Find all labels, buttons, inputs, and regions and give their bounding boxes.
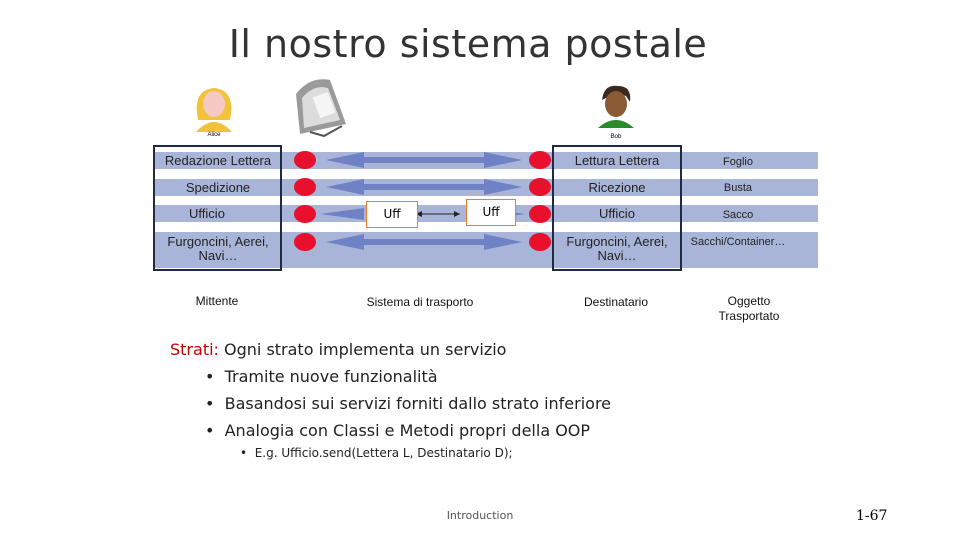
sender-layer-1: Redazione Lettera — [156, 154, 280, 168]
slide-title: Il nostro sistema postale — [0, 22, 936, 66]
peer-arrow-1 — [326, 152, 522, 168]
uff-box-left: Uff — [366, 201, 418, 228]
receiver-dot-2 — [529, 178, 551, 196]
object-3: Sacco — [690, 208, 786, 222]
bullet-1: • Tramite nuove funzionalità — [205, 367, 438, 386]
receiver-dot-4 — [529, 233, 551, 251]
sender-dot-2 — [294, 178, 316, 196]
sender-layer-4: Furgoncini, Aerei, Navi… — [156, 235, 280, 263]
page-number: 1-67 — [856, 508, 887, 524]
receiver-layer-3: Ufficio — [555, 207, 679, 221]
caption-destinatario: Destinatario — [566, 295, 666, 309]
object-2: Busta — [690, 181, 786, 195]
sender-layer-2: Spedizione — [156, 181, 280, 195]
peer-arrows — [280, 140, 570, 280]
object-1: Foglio — [690, 155, 786, 169]
object-4: Sacchi/Container… — [690, 235, 786, 249]
sender-dot-4 — [294, 233, 316, 251]
caption-sistema-trasporto: Sistema di trasporto — [340, 295, 500, 309]
bullet-2: • Basandosi sui servizi forniti dallo st… — [205, 394, 611, 413]
receiver-dot-3 — [529, 205, 551, 223]
arrow-left-to-uff — [320, 208, 364, 220]
footer-label: Introduction — [430, 509, 530, 522]
peer-arrow-2 — [326, 179, 522, 195]
bullet-3: • Analogia con Classi e Metodi propri de… — [205, 421, 590, 440]
strati-body: Ogni strato implementa un servizio — [224, 340, 506, 359]
bob-label: Bob — [611, 134, 622, 140]
caption-oggetto-trasportato: Oggetto Trasportato — [702, 294, 796, 324]
peer-arrow-4 — [326, 234, 522, 250]
alice-label: Alice — [207, 132, 221, 138]
receiver-dot-1 — [529, 151, 551, 169]
bob-avatar: Bob — [596, 82, 636, 142]
sender-dot-1 — [294, 151, 316, 169]
receiver-layer-1: Lettura Lettera — [555, 154, 679, 168]
strati-label: Strati: — [170, 340, 219, 359]
caption-mittente: Mittente — [160, 294, 274, 308]
receiver-layer-4: Furgoncini, Aerei, Navi… — [555, 235, 679, 263]
sender-layer-3: Ufficio — [156, 207, 258, 221]
uff-box-right: Uff — [466, 199, 516, 226]
sender-dot-3 — [294, 205, 316, 223]
sub-bullet: • E.g. Ufficio.send(Lettera L, Destinata… — [240, 446, 513, 460]
strati-line: Strati: Ogni strato implementa un serviz… — [170, 340, 506, 359]
receiver-layer-2: Ricezione — [555, 181, 679, 195]
alice-avatar: Alice — [190, 82, 238, 138]
mailbox-icon — [290, 74, 352, 144]
